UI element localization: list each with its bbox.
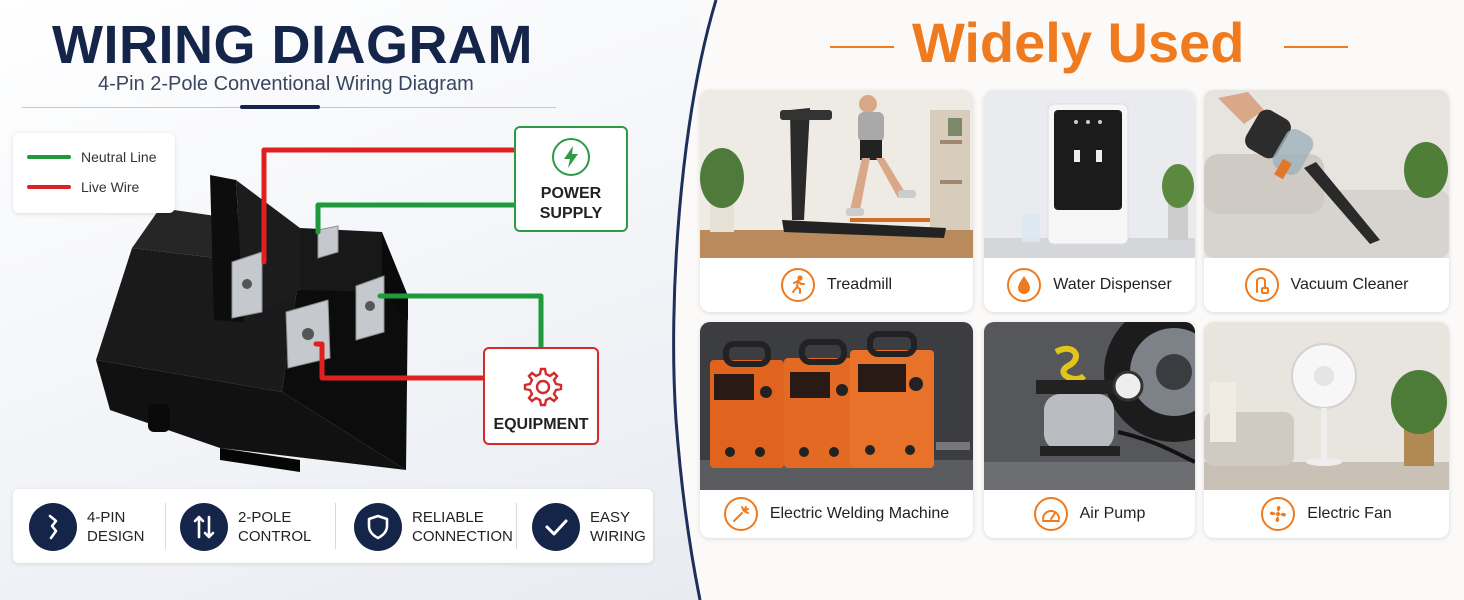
widely-used-title: Widely Used bbox=[912, 11, 1245, 74]
feature-line2: WIRING bbox=[590, 528, 646, 545]
feature-divider bbox=[335, 503, 336, 549]
title-line-right bbox=[1284, 46, 1348, 48]
live-swatch bbox=[27, 185, 71, 189]
double-arrow-icon bbox=[180, 503, 228, 551]
card-label: Water Dispenser bbox=[984, 258, 1195, 312]
gauge-icon bbox=[1033, 497, 1068, 531]
vacuum-cleaner-image bbox=[1204, 90, 1449, 258]
feature-line1: RELIABLE bbox=[412, 509, 484, 526]
wire-legend: Neutral Line Live Wire bbox=[13, 133, 175, 213]
wire-paths bbox=[261, 147, 544, 381]
live-wire-equipment bbox=[313, 341, 487, 381]
card-label: Electric Fan bbox=[1204, 490, 1449, 538]
card-label-text: Electric Fan bbox=[1307, 505, 1392, 522]
feature-reliable: RELIABLE CONNECTION bbox=[354, 503, 513, 551]
feature-line1: 2-POLE bbox=[238, 509, 292, 526]
title-line-left bbox=[830, 46, 894, 48]
use-card-air-pump: Air Pump bbox=[984, 322, 1195, 538]
card-label: Vacuum Cleaner bbox=[1204, 258, 1449, 312]
power-supply-label: POWER SUPPLY bbox=[516, 184, 626, 224]
feature-divider bbox=[165, 503, 166, 549]
water-drop-icon bbox=[1007, 268, 1042, 302]
card-label-text: Air Pump bbox=[1079, 505, 1146, 522]
switch-wiring-diagram bbox=[96, 147, 544, 472]
use-card-vacuum-cleaner: Vacuum Cleaner bbox=[1204, 90, 1449, 312]
air-pump-image bbox=[984, 322, 1195, 490]
wiring-diagram-title: WIRING DIAGRAM bbox=[52, 15, 533, 75]
wiring-diagram-subtitle: 4-Pin 2-Pole Conventional Wiring Diagram bbox=[98, 73, 474, 95]
gear-icon bbox=[521, 365, 563, 407]
pin-icon bbox=[29, 503, 77, 551]
card-label-text: Treadmill bbox=[826, 276, 893, 293]
power-supply-line2: SUPPLY bbox=[539, 205, 603, 222]
feature-line2: CONNECTION bbox=[412, 528, 513, 545]
electric-fan-image bbox=[1204, 322, 1449, 490]
card-label-text: Electric Welding Machine bbox=[769, 505, 950, 522]
title-divider-accent bbox=[240, 105, 320, 109]
feature-line1: EASY bbox=[590, 509, 631, 526]
water-dispenser-image bbox=[984, 90, 1195, 258]
legend-label: Neutral Line bbox=[81, 149, 157, 165]
use-card-welding-machine: Electric Welding Machine bbox=[700, 322, 973, 538]
lightning-icon bbox=[552, 138, 590, 176]
treadmill-image bbox=[700, 90, 973, 258]
card-label-text: Vacuum Cleaner bbox=[1290, 276, 1409, 293]
welding-spark-icon bbox=[723, 497, 758, 531]
equipment-label: EQUIPMENT bbox=[493, 416, 589, 433]
checkmark-icon bbox=[532, 503, 580, 551]
welding-machine-image bbox=[700, 322, 973, 490]
feature-strip: 4-PIN DESIGN 2-POLE CONTROL RELIABLE CONNEC… bbox=[13, 489, 653, 563]
neutral-wire-equipment bbox=[377, 293, 544, 351]
feature-line1: 4-PIN bbox=[87, 509, 126, 526]
card-label-text: Water Dispenser bbox=[1053, 276, 1172, 293]
power-supply-line1: POWER bbox=[540, 185, 602, 202]
feature-4-pin: 4-PIN DESIGN bbox=[29, 503, 145, 551]
feature-2-pole: 2-POLE CONTROL bbox=[180, 503, 311, 551]
card-label: Treadmill bbox=[700, 258, 973, 312]
vacuum-icon bbox=[1244, 268, 1279, 302]
legend-label: Live Wire bbox=[81, 179, 140, 195]
feature-easy-wiring: EASY WIRING bbox=[532, 503, 646, 551]
running-person-icon bbox=[780, 268, 815, 302]
neutral-wire-power bbox=[315, 202, 518, 235]
live-wire-power bbox=[261, 147, 518, 265]
shield-icon bbox=[354, 503, 402, 551]
equipment-box: EQUIPMENT bbox=[483, 347, 599, 445]
use-card-water-dispenser: Water Dispenser bbox=[984, 90, 1195, 312]
fan-icon bbox=[1261, 497, 1296, 531]
card-label: Electric Welding Machine bbox=[700, 490, 973, 538]
rocker-switch-image bbox=[96, 175, 408, 472]
wiring-diagram-panel: WIRING DIAGRAM 4-Pin 2-Pole Conventional… bbox=[0, 0, 700, 600]
power-supply-box: POWER SUPPLY bbox=[514, 126, 628, 232]
feature-line2: CONTROL bbox=[238, 528, 312, 545]
feature-line2: DESIGN bbox=[87, 528, 145, 545]
use-card-treadmill: Treadmill bbox=[700, 90, 973, 312]
legend-item-neutral: Neutral Line bbox=[27, 149, 157, 165]
use-card-electric-fan: Electric Fan bbox=[1204, 322, 1449, 538]
card-label: Air Pump bbox=[984, 490, 1195, 538]
feature-divider bbox=[516, 503, 517, 549]
legend-item-live: Live Wire bbox=[27, 179, 139, 195]
neutral-swatch bbox=[27, 155, 71, 159]
